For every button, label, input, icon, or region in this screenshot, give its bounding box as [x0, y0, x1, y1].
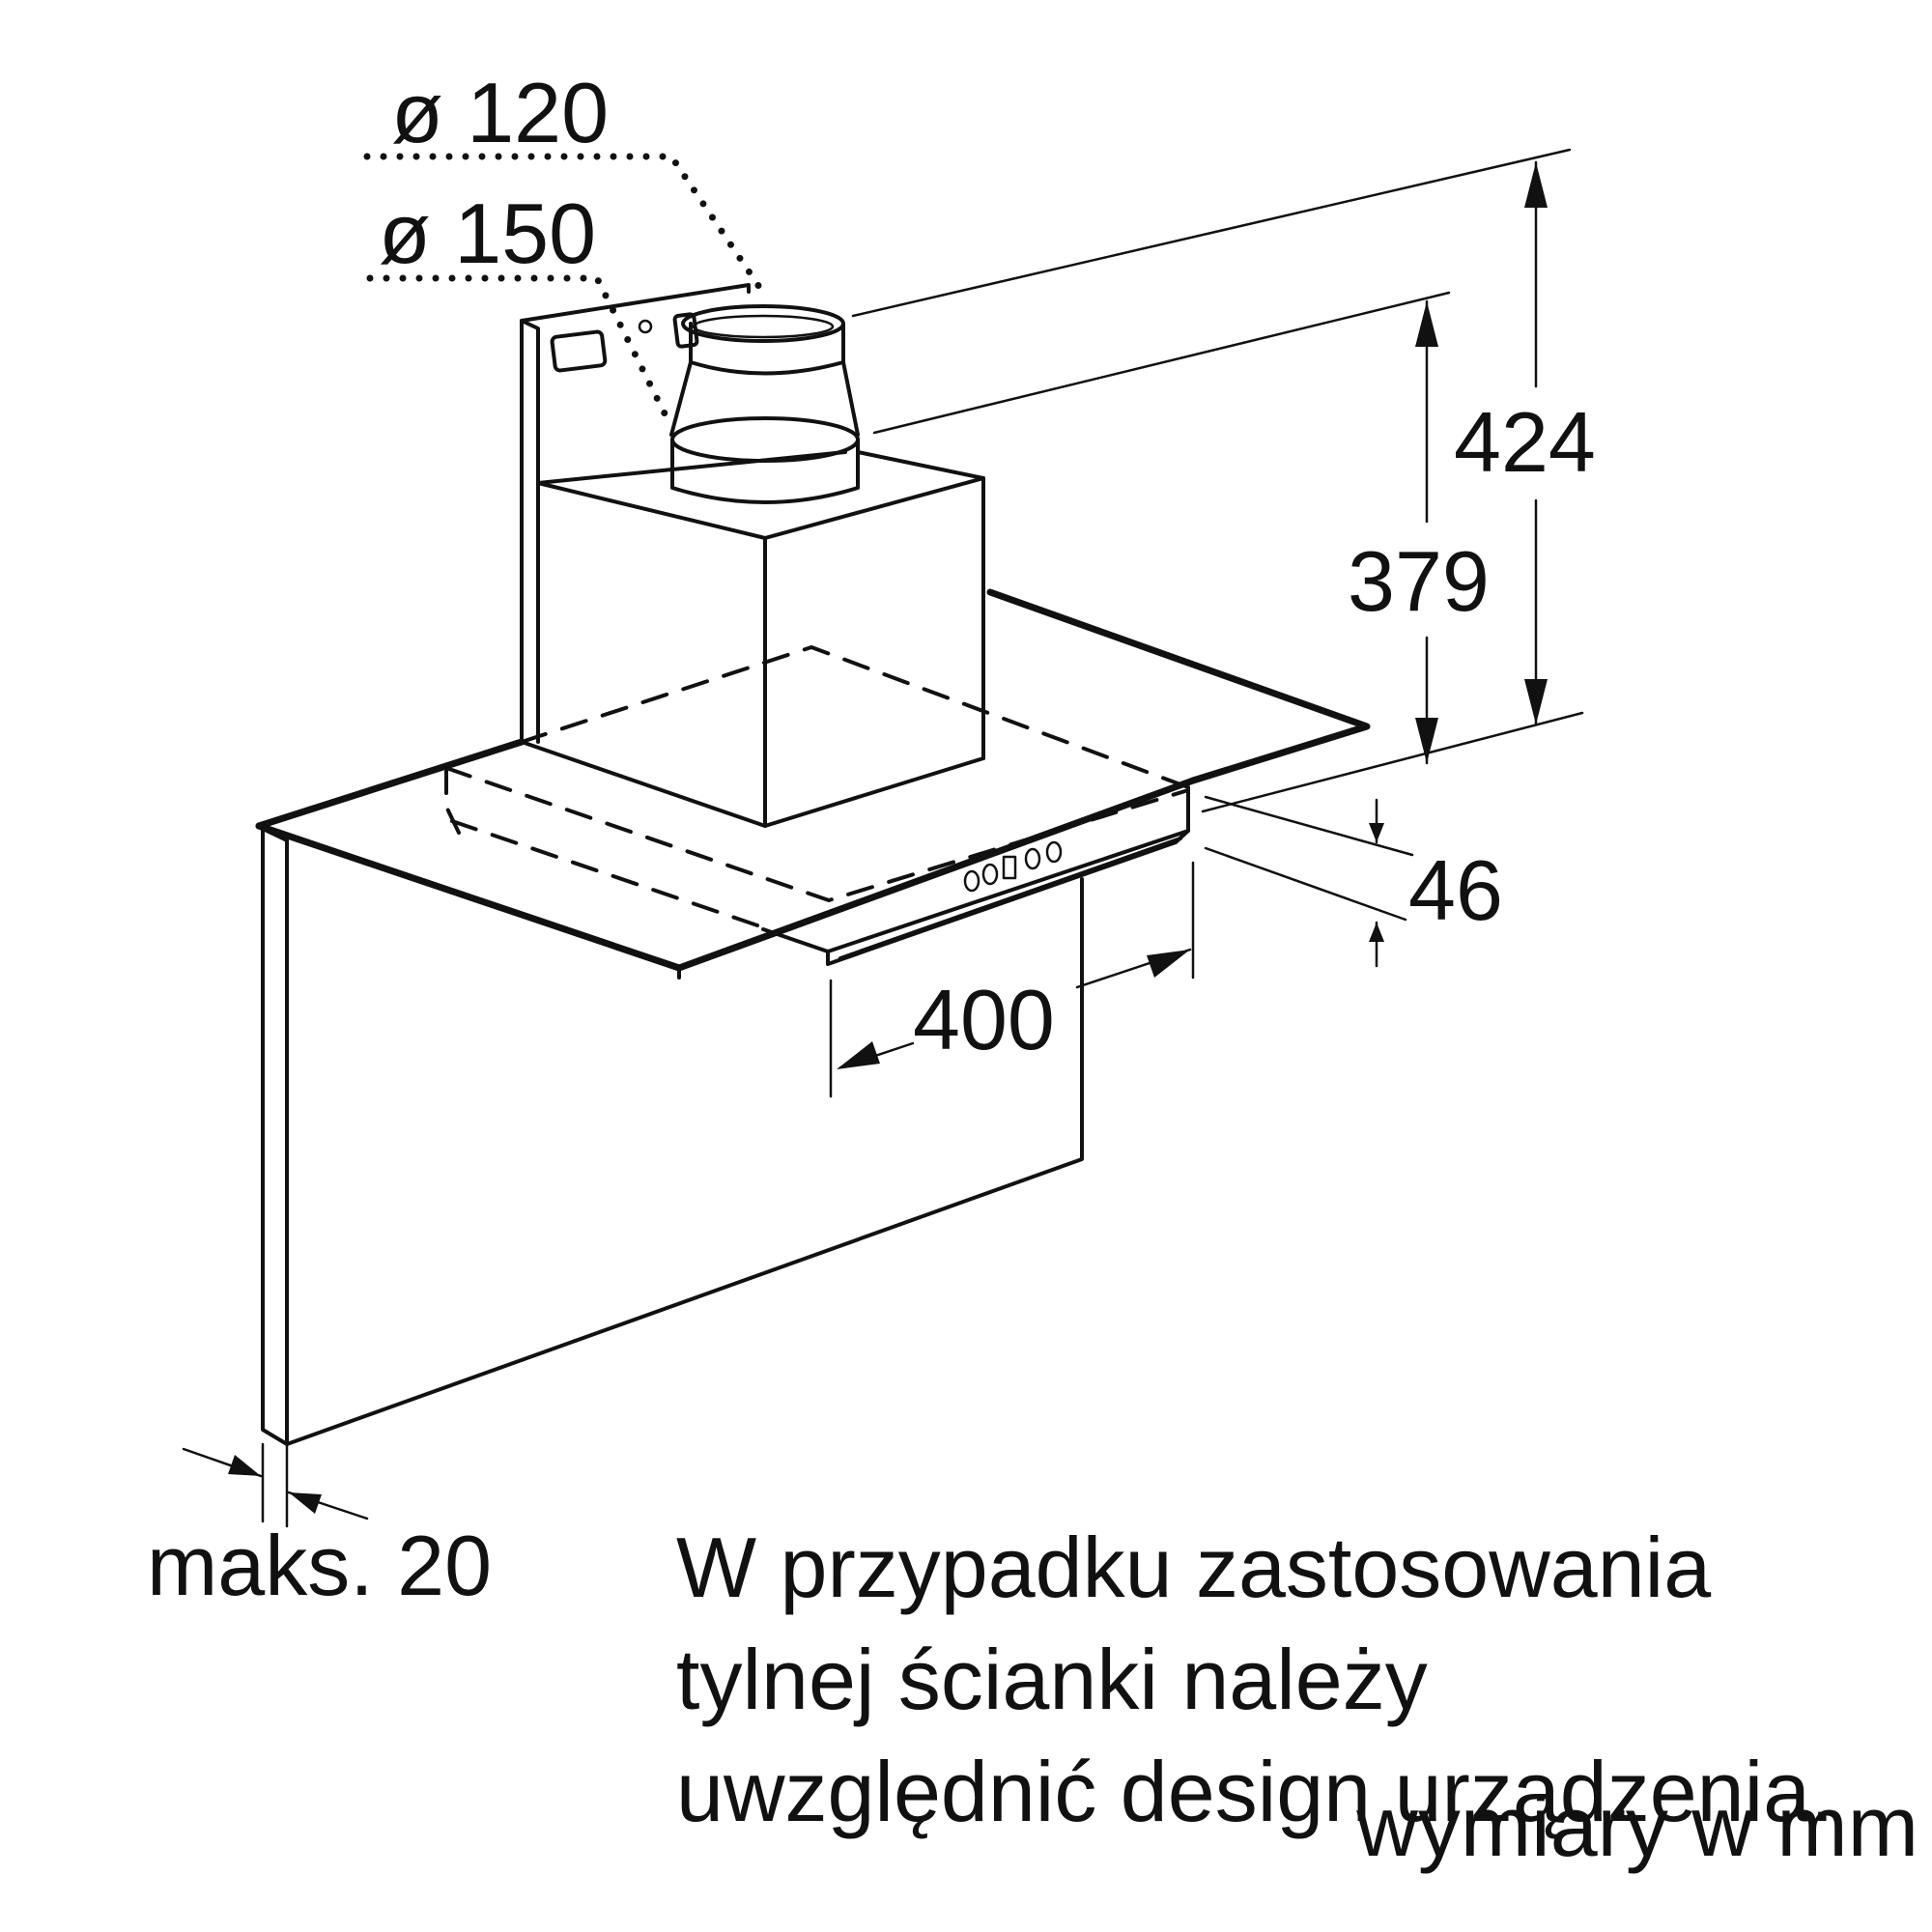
design-note-line1: W przypadku zastosowania: [676, 1520, 1712, 1615]
dim-400-arrow: [829, 861, 1195, 1098]
dim-379-arrow: [1415, 299, 1438, 765]
label-depth-400: 400: [913, 972, 1055, 1067]
height-extension-lines: [851, 148, 1584, 813]
design-note-line2: tylnej ścianki należy: [676, 1632, 1428, 1727]
label-height-424: 424: [1454, 394, 1596, 490]
control-buttons: [963, 840, 1063, 893]
duct-connector: [669, 304, 860, 504]
dim-46-arrow: [1204, 795, 1414, 968]
control-strip: [761, 785, 1190, 966]
back-wall-panel: [261, 827, 1084, 1446]
label-height-379: 379: [1348, 533, 1490, 629]
glass-canopy: [255, 588, 1371, 980]
dim-backwall-arrows: [182, 1442, 369, 1528]
mounting-slots: [550, 312, 699, 373]
hidden-filter-outline: [444, 645, 1190, 929]
design-note-line3: uwzględnić design urządzenia.: [676, 1744, 1834, 1839]
chimney-box: [520, 283, 985, 828]
dim-424-arrow: [1524, 160, 1548, 726]
design-note: W przypadku zastosowania tylnej ścianki …: [676, 1512, 1922, 1848]
diameter-leaders: [363, 153, 765, 431]
label-duct-120: ø 120: [391, 65, 609, 160]
label-backwall-max: maks. 20: [147, 1518, 493, 1613]
label-duct-150: ø 150: [379, 185, 596, 281]
label-thickness-46: 46: [1408, 842, 1503, 938]
units-label: wymiary w mm: [1356, 1778, 1918, 1874]
